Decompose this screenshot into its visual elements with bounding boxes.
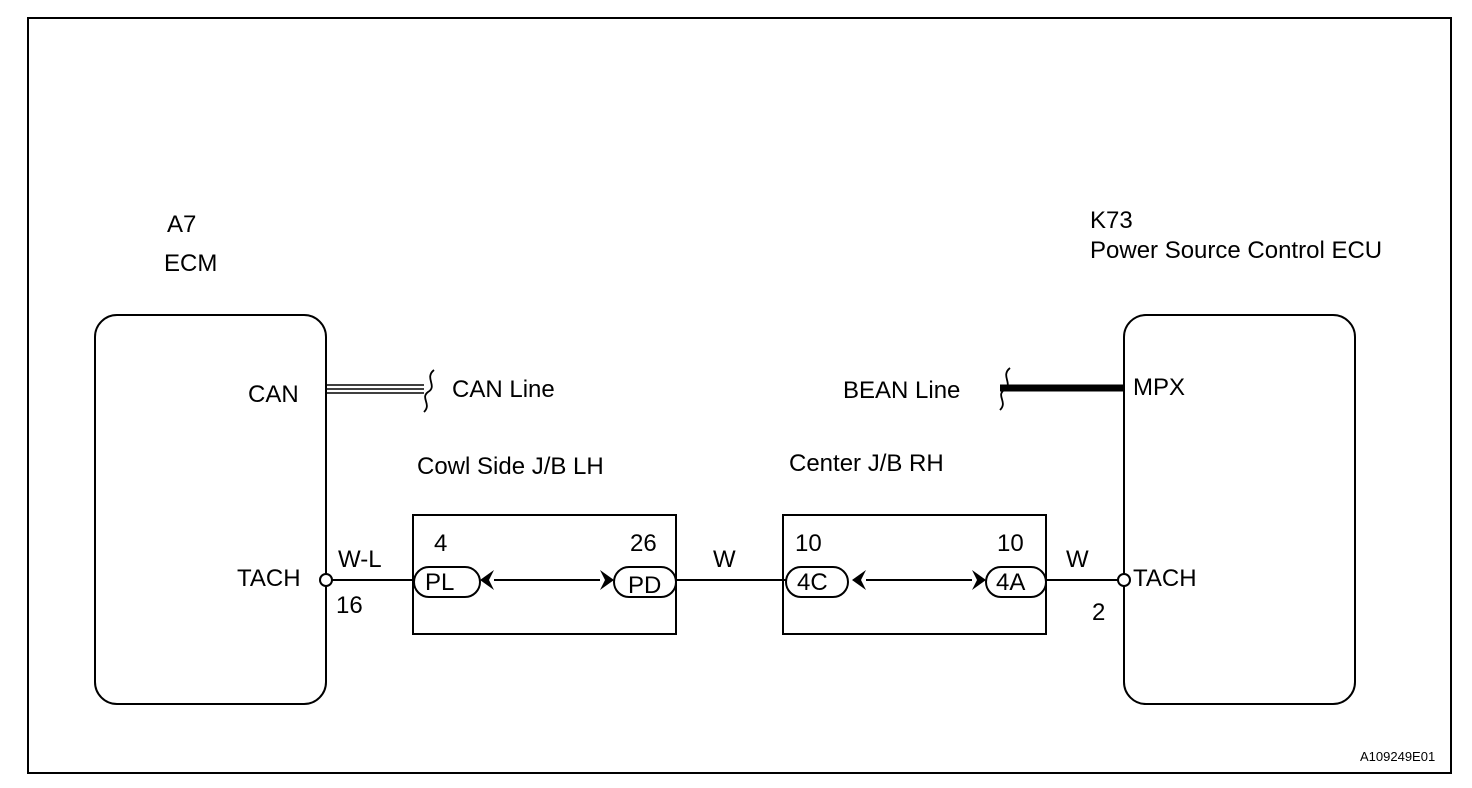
cowl-jb-box	[412, 514, 677, 635]
power-ecu-tach-terminal-icon	[1117, 573, 1131, 587]
cowl-jb-right-arrow-icon	[600, 570, 614, 590]
cowl-jb-left-connector-label: PL	[425, 569, 454, 596]
center-jb-left-connector-label: 4C	[797, 569, 828, 596]
ecm-can-terminal: CAN	[248, 381, 299, 408]
center-jb-left-pin: 10	[795, 530, 822, 557]
can-line-break-icon	[423, 369, 435, 413]
ecm-name: ECM	[164, 250, 217, 277]
cowl-jb-left-connector	[413, 566, 481, 598]
center-jb-box	[782, 514, 1047, 635]
tach-wire: W-L W W	[319, 546, 1131, 587]
power-ecu-tach-pin: 2	[1092, 599, 1105, 626]
center-jb-right-connector-label: 4A	[996, 569, 1025, 596]
center-jb-right-connector	[985, 566, 1047, 598]
bean-line: BEAN Line	[843, 367, 1124, 411]
center-jb-right-pin: 10	[997, 530, 1024, 557]
center-jb-left-arrow-icon	[852, 570, 866, 590]
ecm-tach-terminal: TACH	[237, 565, 301, 592]
ecm-tach-pin: 16	[336, 592, 363, 619]
power-ecu-box	[1123, 314, 1356, 705]
center-jb-right-arrow-icon	[972, 570, 986, 590]
center-jb-left-connector	[785, 566, 849, 598]
diagram-frame	[27, 17, 1452, 774]
ecm-ref: A7	[167, 211, 196, 238]
cowl-jb-right-connector-label: PD	[628, 572, 661, 599]
center-jb: Center J/B RH 10 10 4C 4A	[782, 450, 1047, 635]
doc-ref: A109249E01	[1360, 749, 1435, 764]
ecm-tach-terminal-icon	[319, 573, 333, 587]
ecm-box	[94, 314, 327, 705]
wire-color-center-to-ecu: W	[1066, 546, 1089, 573]
can-line-label: CAN Line	[452, 376, 555, 403]
cowl-jb-right-connector	[613, 566, 677, 598]
wire-color-ecm-to-cowl: W-L	[338, 546, 382, 573]
power-ecu-name: Power Source Control ECU	[1090, 237, 1382, 264]
center-jb-title: Center J/B RH	[789, 450, 944, 477]
bean-line-break-icon	[999, 367, 1011, 411]
cowl-jb: Cowl Side J/B LH 4 26 PL PD	[412, 453, 677, 635]
cowl-jb-right-pin: 26	[630, 530, 657, 557]
bean-line-label: BEAN Line	[843, 377, 960, 404]
ecm-block: A7 ECM CAN TACH 16	[94, 211, 363, 705]
power-ecu-tach-terminal: TACH	[1133, 565, 1197, 592]
cowl-jb-left-pin: 4	[434, 530, 447, 557]
power-ecu-block: K73 Power Source Control ECU MPX TACH 2	[1090, 207, 1382, 705]
cowl-jb-title: Cowl Side J/B LH	[417, 453, 604, 480]
can-line: CAN Line	[326, 369, 555, 413]
wire-color-cowl-to-center: W	[713, 546, 736, 573]
cowl-jb-left-arrow-icon	[480, 570, 494, 590]
power-ecu-mpx-terminal: MPX	[1133, 374, 1185, 401]
power-ecu-ref: K73	[1090, 207, 1133, 234]
